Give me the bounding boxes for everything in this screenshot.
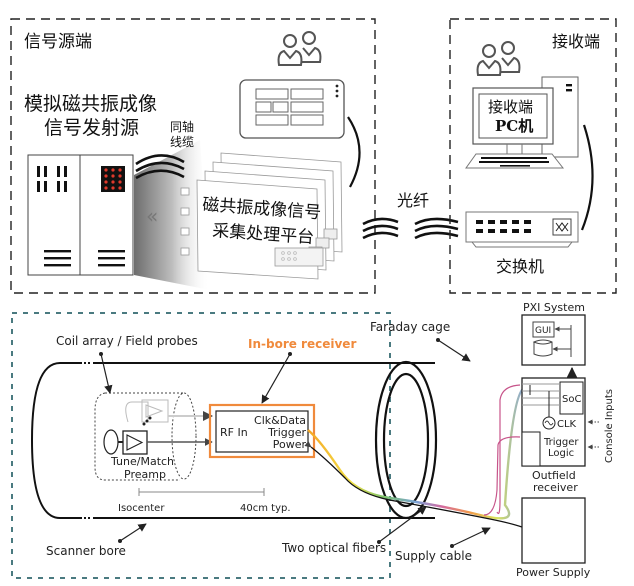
supply-cable-path (304, 440, 523, 528)
tablet-icon (239, 79, 345, 139)
preamp-label: Preamp (124, 468, 166, 481)
trigger-port-label: Trigger (267, 426, 306, 439)
receiver-section-title: 接收端 (552, 32, 600, 51)
pc-switch-cable (580, 124, 594, 231)
outfield-label-1: Outfield (532, 469, 576, 482)
coax-label-line2: 线缆 (170, 135, 194, 149)
source-section-border (10, 18, 376, 294)
switch-label: 交换机 (496, 257, 544, 276)
power-supply-box (521, 497, 586, 564)
network-switch-icon (465, 211, 579, 248)
in-bore-receiver-label: In-bore receiver (248, 337, 356, 351)
in-bore-receiver-arrow (261, 352, 292, 404)
coil-array-label: Coil array / Field probes (56, 334, 198, 348)
scanner-bore-label: Scanner bore (46, 544, 126, 558)
users-icon (476, 41, 521, 76)
coax-label-line1: 同轴 (170, 119, 194, 134)
optical-fiber-path (307, 386, 525, 520)
scale-bar (138, 488, 265, 496)
coil-array (94, 392, 197, 481)
database-icon (532, 339, 553, 357)
in-bore-receiver-box (215, 410, 309, 453)
coax-cable-icon (135, 154, 185, 180)
faraday-cage-border (11, 312, 391, 579)
generator-label-line1: 模拟磁共振成像 (24, 93, 157, 115)
tune-match-label: Tune/Match (110, 455, 174, 468)
outfield-label-2: receiver (533, 481, 578, 494)
chevron-left-icon: « (146, 204, 158, 228)
signal-generator-icon (27, 154, 134, 276)
users-icon (277, 31, 322, 66)
led-matrix (104, 168, 122, 190)
in-bore-receiver-frame (208, 403, 316, 459)
generator-label-line2: 信号发射源 (44, 117, 139, 139)
power-port-label: Power (273, 438, 307, 451)
supply-cable-arrow (450, 527, 491, 548)
shuffle-icon (555, 222, 569, 232)
outfield-receiver (521, 377, 586, 467)
trigger-fiber-path (483, 436, 521, 516)
clk-label: CLK (557, 419, 577, 430)
faraday-cage-arrow (436, 338, 471, 362)
pc-label-line1: 接收端 (488, 98, 533, 116)
clk-data-label: Clk&Data (254, 414, 306, 427)
acquisition-boards-icon (180, 152, 343, 280)
source-section-title: 信号源端 (24, 32, 92, 52)
optical-fiber-icon (362, 217, 459, 240)
console-inputs-label: Console Inputs (604, 389, 615, 463)
distance-label: 40cm typ. (240, 503, 291, 514)
faraday-cage-label: Faraday cage (370, 320, 450, 334)
tablet-cable (347, 116, 361, 188)
trigger-logic-label-1: Trigger (543, 437, 579, 448)
scanner-bore-arrow (118, 523, 147, 543)
coil-array-arrow (99, 352, 113, 394)
rf-in-label: RF In (220, 426, 248, 439)
supply-cable-label: Supply cable (395, 549, 472, 563)
fiber-label: 光纤 (397, 191, 429, 210)
receiver-section: 接收端 接收端 PC机 (449, 18, 617, 294)
receiver-section-border (449, 18, 617, 294)
optical-fibers-label: Two optical fibers (281, 541, 386, 555)
pc-label-line2: PC机 (495, 117, 533, 135)
optical-fibers-arrow (377, 506, 427, 544)
source-section: 信号源端 模拟磁共振成像 信号发射源 (10, 18, 376, 294)
isocenter-label: Isocenter (118, 503, 165, 514)
data-fiber-path (496, 384, 521, 515)
signal-beam (134, 140, 210, 290)
soc-label: SoC (562, 394, 581, 405)
power-supply-label: Power Supply (516, 566, 591, 579)
pc-icon (465, 76, 579, 169)
trigger-logic-label-2: Logic (548, 448, 574, 459)
pxi-system (521, 314, 586, 366)
pxi-system-label: PXI System (523, 301, 585, 314)
gui-label: GUI (535, 326, 551, 336)
